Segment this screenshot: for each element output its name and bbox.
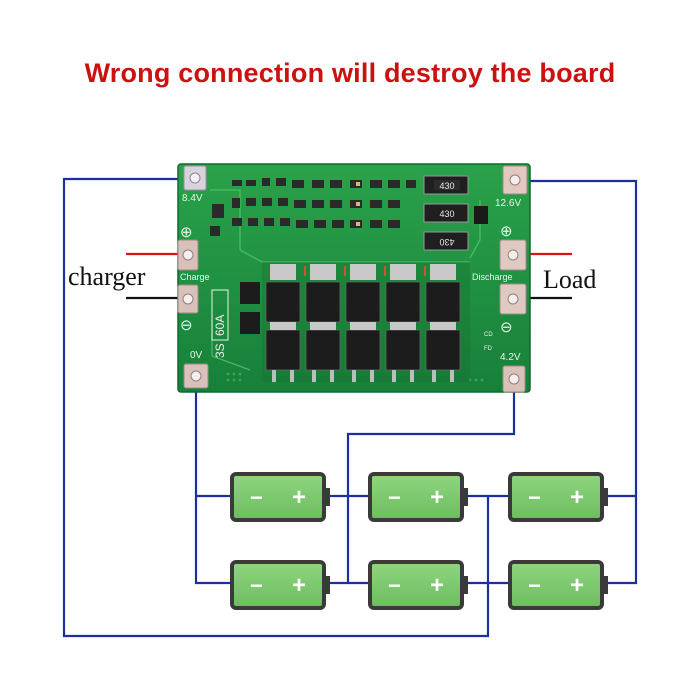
wire-8v4 [62,177,490,638]
charge-minus-symbol: ⊖ [180,317,193,334]
smd-components [210,178,416,236]
battery-cell-4: − + [230,560,330,610]
label-0v: 0V [190,350,203,361]
wire-4v2 [346,381,516,583]
label-4v2: 4.2V [500,352,521,363]
charge-plus-symbol: ⊕ [180,224,193,241]
battery-minus: − [528,485,541,510]
battery-minus: − [388,485,401,510]
pads [177,165,528,393]
battery-pack: − + − + − + − + − + [230,472,608,610]
mosfet-array [240,262,470,382]
battery-plus: + [430,484,444,511]
resistor-label-3: 430 [439,237,454,247]
battery-plus: + [570,572,584,599]
discharge-plus-symbol: ⊕ [500,223,513,240]
load-label: Load [543,265,597,294]
resistor-label-2: 430 [439,209,454,219]
label-discharge: Discharge [472,272,513,282]
bms-board: 430 430 430 [177,163,531,393]
label-60a: 60A [213,315,227,336]
resistors: 430 430 430 [423,175,488,251]
battery-minus: − [528,573,541,598]
blue-wires [62,177,638,638]
battery-plus: + [292,484,306,511]
battery-plus: + [292,572,306,599]
battery-cell-3: − + [508,472,608,522]
label-3s: 3S [213,343,227,358]
battery-plus: + [430,572,444,599]
wire-0v [194,376,232,585]
wire-12v6 [516,179,638,585]
battery-cell-1: − + [230,472,330,522]
pcb-via-pattern [226,372,484,382]
battery-minus: − [250,573,263,598]
model-marking: 3S 60A [211,289,229,358]
led-mark-fd: FD [484,346,493,352]
battery-cell-2: − + [368,472,468,522]
charger-label: charger [68,262,146,291]
label-8v4: 8.4V [182,193,203,204]
discharge-minus-symbol: ⊖ [500,319,513,336]
warning-title: Wrong connection will destroy the board [84,58,616,88]
battery-cell-5: − + [368,560,468,610]
led-mark-cd: CD [484,332,493,338]
resistor-label-1: 430 [439,181,454,191]
label-12v6: 12.6V [495,198,521,209]
battery-cell-6: − + [508,560,608,610]
battery-minus: − [250,485,263,510]
label-charge: Charge [180,272,210,282]
battery-plus: + [570,484,584,511]
battery-minus: − [388,573,401,598]
